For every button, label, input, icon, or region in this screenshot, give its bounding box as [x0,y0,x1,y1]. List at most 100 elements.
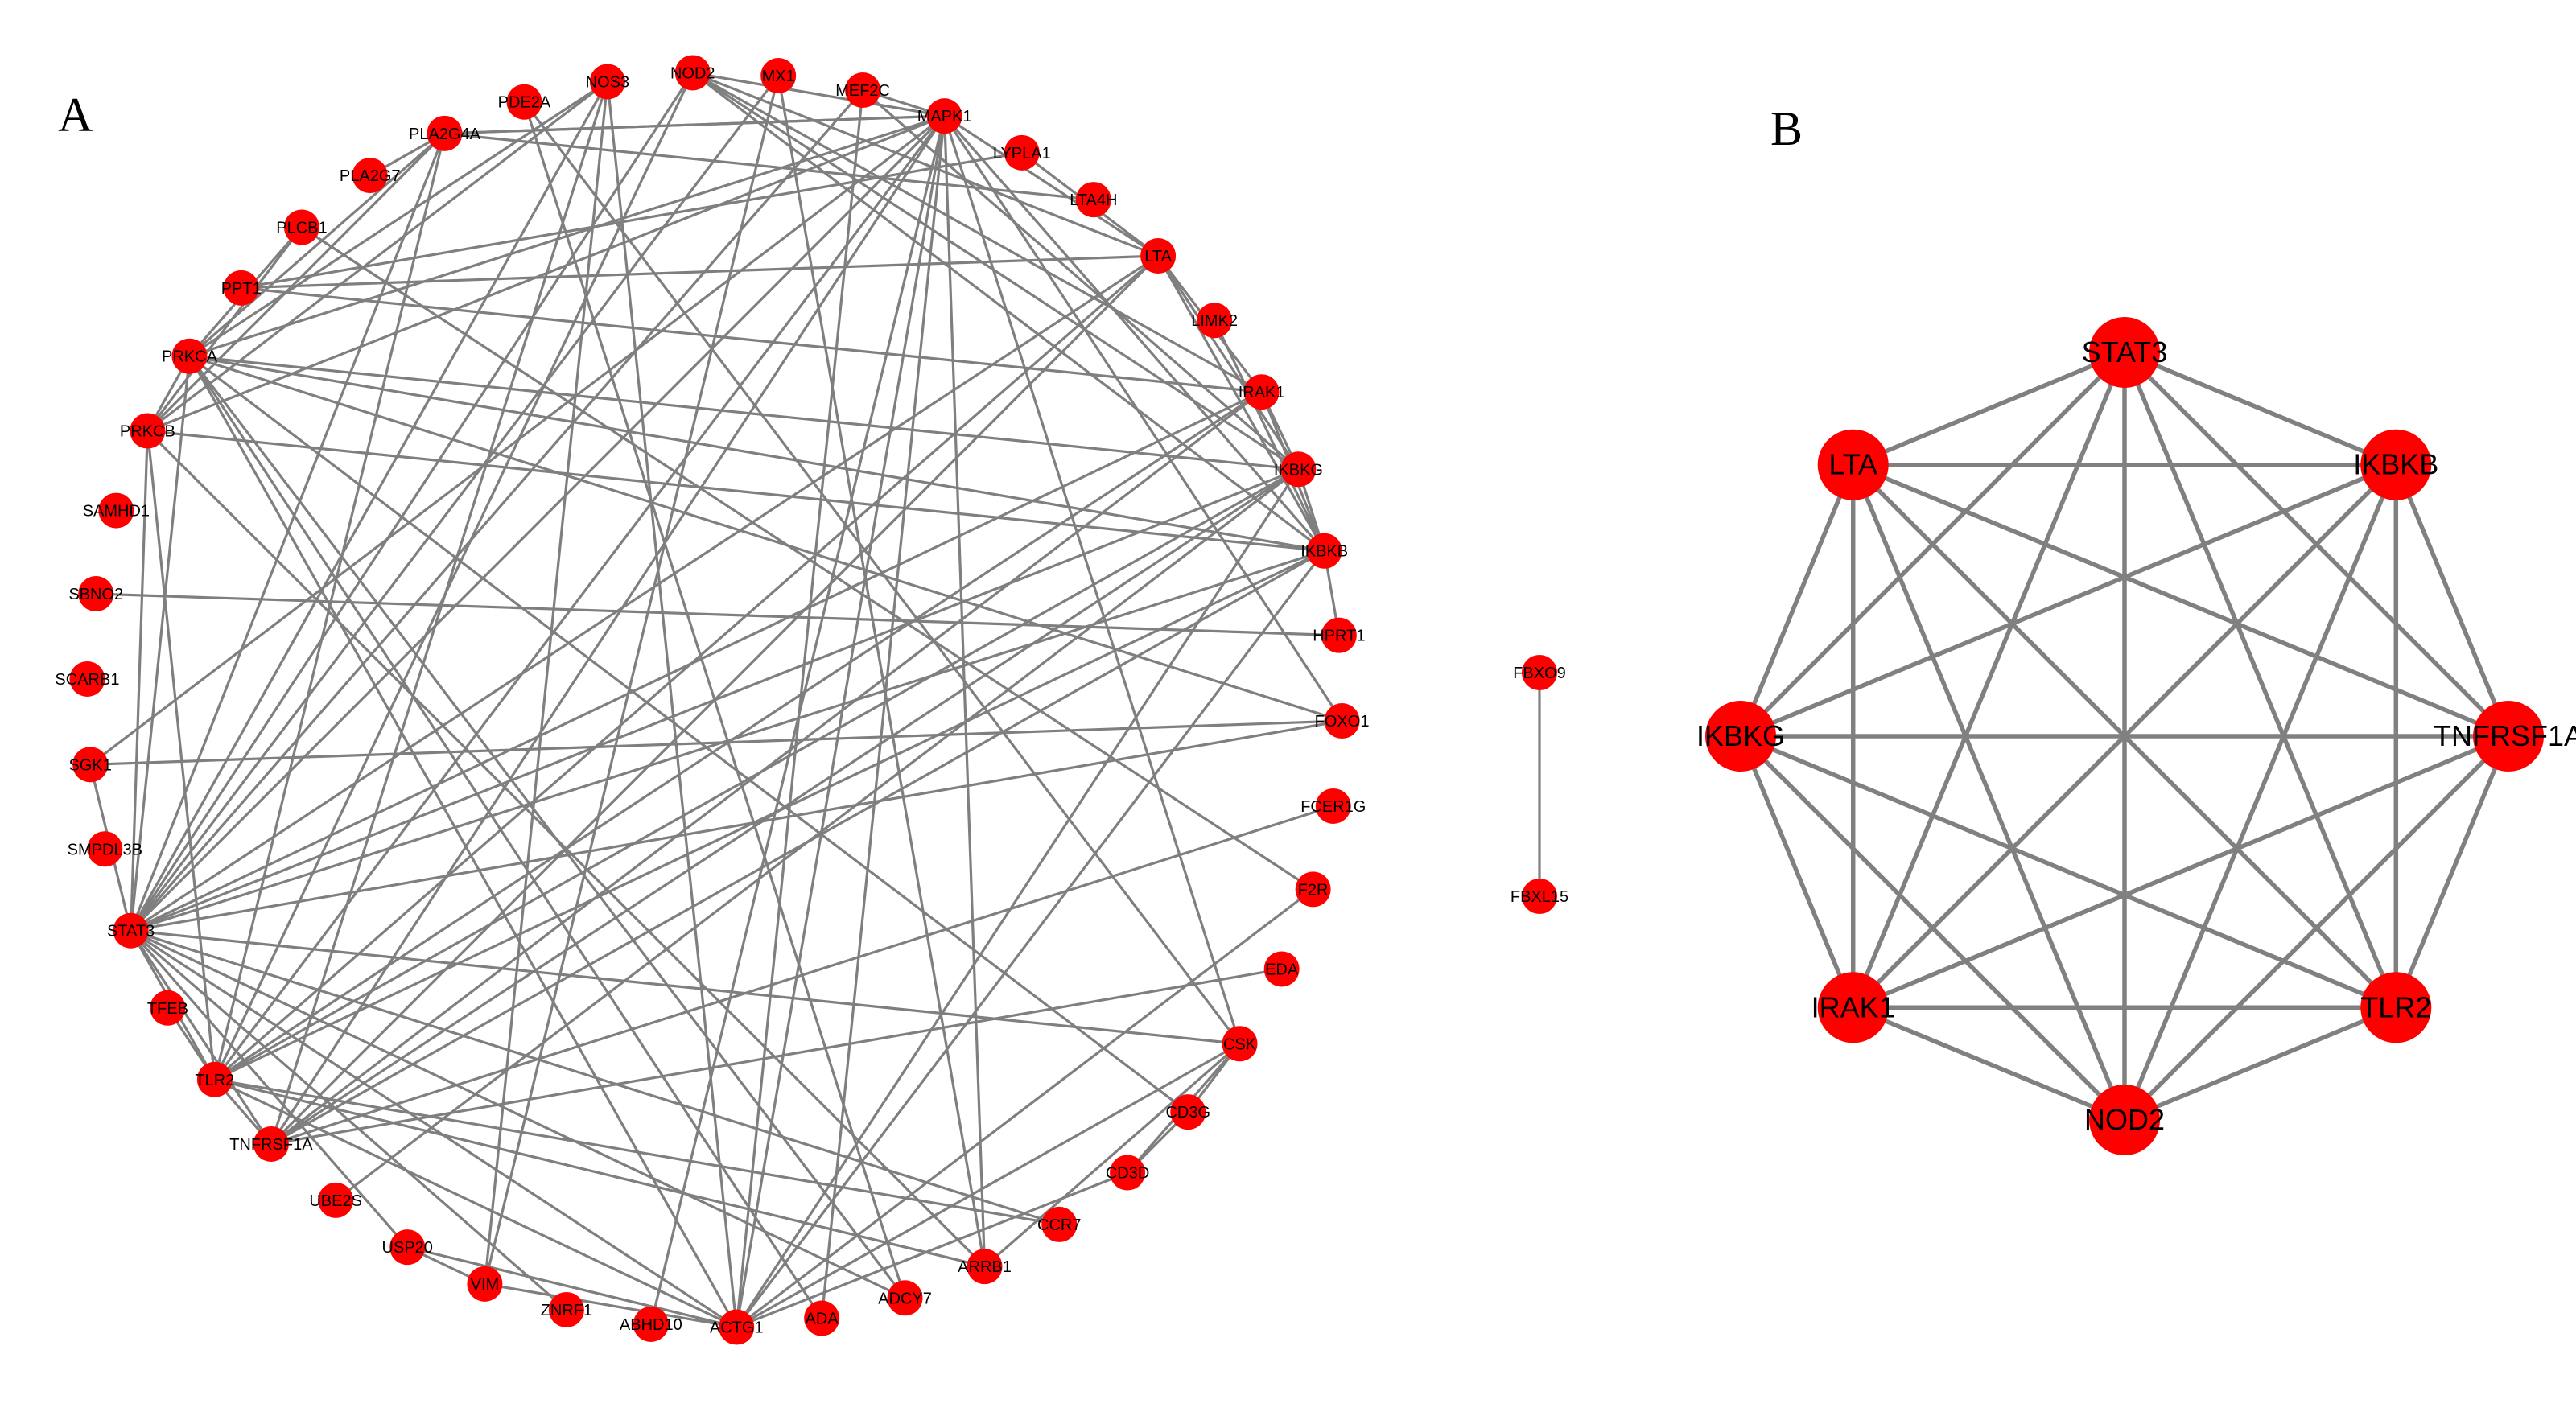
node-b-tnfrsf1a[interactable] [2473,701,2544,772]
edge-irak1-ppt1 [241,286,1262,393]
edge-nod2-lta [692,71,1159,257]
node-pla2g4a[interactable] [427,115,463,151]
node-b-lta[interactable] [1817,429,1889,500]
edge-prkcb-pla2g4a [146,132,446,432]
edge-actg1-tlr2 [214,1078,737,1328]
node-ube2s[interactable] [318,1182,354,1218]
edge-b-nod2-lta [1851,463,2127,1122]
node-label-tlr2: TLR2 [195,1072,234,1089]
edge-b-nod2-ikbkg [1739,735,2126,1122]
node-label-fcer1g: FCER1G [1300,798,1366,816]
node-b-tlr2[interactable] [2360,972,2432,1043]
edge-f2r-plcb1 [301,226,1314,891]
edge-csk-stat3 [130,929,1240,1045]
node-samhd1[interactable] [98,492,134,529]
edge-b-stat3-tlr2 [2122,351,2398,1009]
node-stat3[interactable] [113,912,149,949]
node-vim[interactable] [467,1266,503,1302]
node-label-actg1: ACTG1 [710,1319,764,1337]
node-arrb1[interactable] [967,1249,1003,1285]
edge-actg1-prkca [188,355,738,1328]
edge-ada-mapk1 [820,116,946,1319]
edge-b-irak1-ikbkg [1738,735,1856,1009]
node-nos3[interactable] [589,64,625,100]
node-tnfrsf1a[interactable] [253,1126,289,1162]
node-b-label-irak1: IRAK1 [1811,990,1895,1023]
edge-ikbkg-tlr2 [214,467,1300,1081]
edge-actg1-stat3 [130,929,738,1328]
node-adcy7[interactable] [887,1280,923,1316]
network-a-edges [89,71,1343,1329]
edge-b-stat3-ikbkb [2123,350,2397,467]
edge-adcy7-pde2a [522,101,907,1299]
edge-mapk1-actg1 [735,115,946,1328]
edge-mapk1-csk [943,115,1242,1044]
node-fbxo9[interactable] [1522,655,1557,690]
edge-nod2-stat3 [130,72,694,932]
edge-b-tnfrsf1a-tlr2 [2393,735,2511,1009]
node-csk[interactable] [1222,1026,1258,1062]
edge-mx1-arrb1 [777,75,987,1267]
node-label-lta: LTA [1144,248,1172,266]
edge-cd3d-actg1 [736,1171,1128,1329]
node-label-irak1: IRAK1 [1239,384,1285,401]
node-prkcb[interactable] [130,413,166,449]
node-b-stat3[interactable] [2089,317,2160,388]
node-f2r[interactable] [1295,871,1331,908]
node-sgk1[interactable] [72,747,109,783]
node-ikbkb[interactable] [1306,533,1342,569]
node-fbxl15[interactable] [1522,879,1557,914]
node-irak1[interactable] [1243,374,1280,410]
edge-ikbkb-tnfrsf1a [270,550,1325,1146]
node-scarb1[interactable] [69,661,105,697]
edge-prkca-pla2g4a [188,132,446,357]
node-hprt1[interactable] [1321,617,1357,653]
edge-hprt1-sbno2 [96,592,1339,637]
node-b-label-lta: LTA [1828,448,1877,481]
node-ppt1[interactable] [223,270,259,306]
edge-foxo1-prkca [188,355,1343,722]
node-usp20[interactable] [389,1229,426,1266]
edge-stat3-prkca [130,356,192,931]
edge-b-ikbkb-ikbkg [1739,463,2397,739]
node-b-ikbkg[interactable] [1705,701,1776,772]
node-lypla1[interactable] [1004,134,1040,171]
node-lta4h[interactable] [1075,182,1111,218]
node-foxo1[interactable] [1324,703,1360,739]
node-label-mef2c: MEF2C [835,82,890,100]
node-label-prkcb: PRKCB [120,423,175,441]
node-label-ppt1: PPT1 [221,280,262,298]
node-ccr7[interactable] [1041,1206,1078,1242]
edge-tlr2-prkcb [146,430,216,1080]
node-mef2c[interactable] [845,72,881,109]
node-b-ikbkb[interactable] [2360,429,2432,500]
node-cd3d[interactable] [1110,1155,1146,1191]
node-pde2a[interactable] [506,84,542,120]
node-cd3g[interactable] [1170,1094,1206,1130]
node-tlr2[interactable] [196,1061,233,1097]
node-ada[interactable] [804,1300,840,1336]
node-b-nod2[interactable] [2089,1085,2160,1155]
node-pla2g7[interactable] [352,158,388,194]
node-nod2[interactable] [674,55,711,91]
node-mapk1[interactable] [926,98,962,134]
node-limk2[interactable] [1197,303,1233,339]
node-prkca[interactable] [171,338,208,374]
node-actg1[interactable] [719,1309,755,1345]
node-b-irak1[interactable] [1817,972,1889,1043]
node-eda[interactable] [1263,951,1300,987]
edge-b-tlr2-lta [1851,463,2398,1010]
node-label-ube2s: UBE2S [309,1192,362,1210]
node-mx1[interactable] [760,58,797,94]
node-label-mx1: MX1 [762,68,795,85]
node-lta[interactable] [1140,238,1177,274]
node-smpdl3b[interactable] [87,831,123,867]
node-znrf1[interactable] [548,1291,584,1328]
edge-b-tlr2-nod2 [2123,1005,2397,1122]
node-fcer1g[interactable] [1315,788,1351,824]
node-plcb1[interactable] [283,209,319,245]
node-ikbkg[interactable] [1280,451,1317,488]
node-sbno2[interactable] [78,576,114,612]
node-tfeb[interactable] [150,990,186,1026]
node-abhd10[interactable] [633,1306,669,1342]
